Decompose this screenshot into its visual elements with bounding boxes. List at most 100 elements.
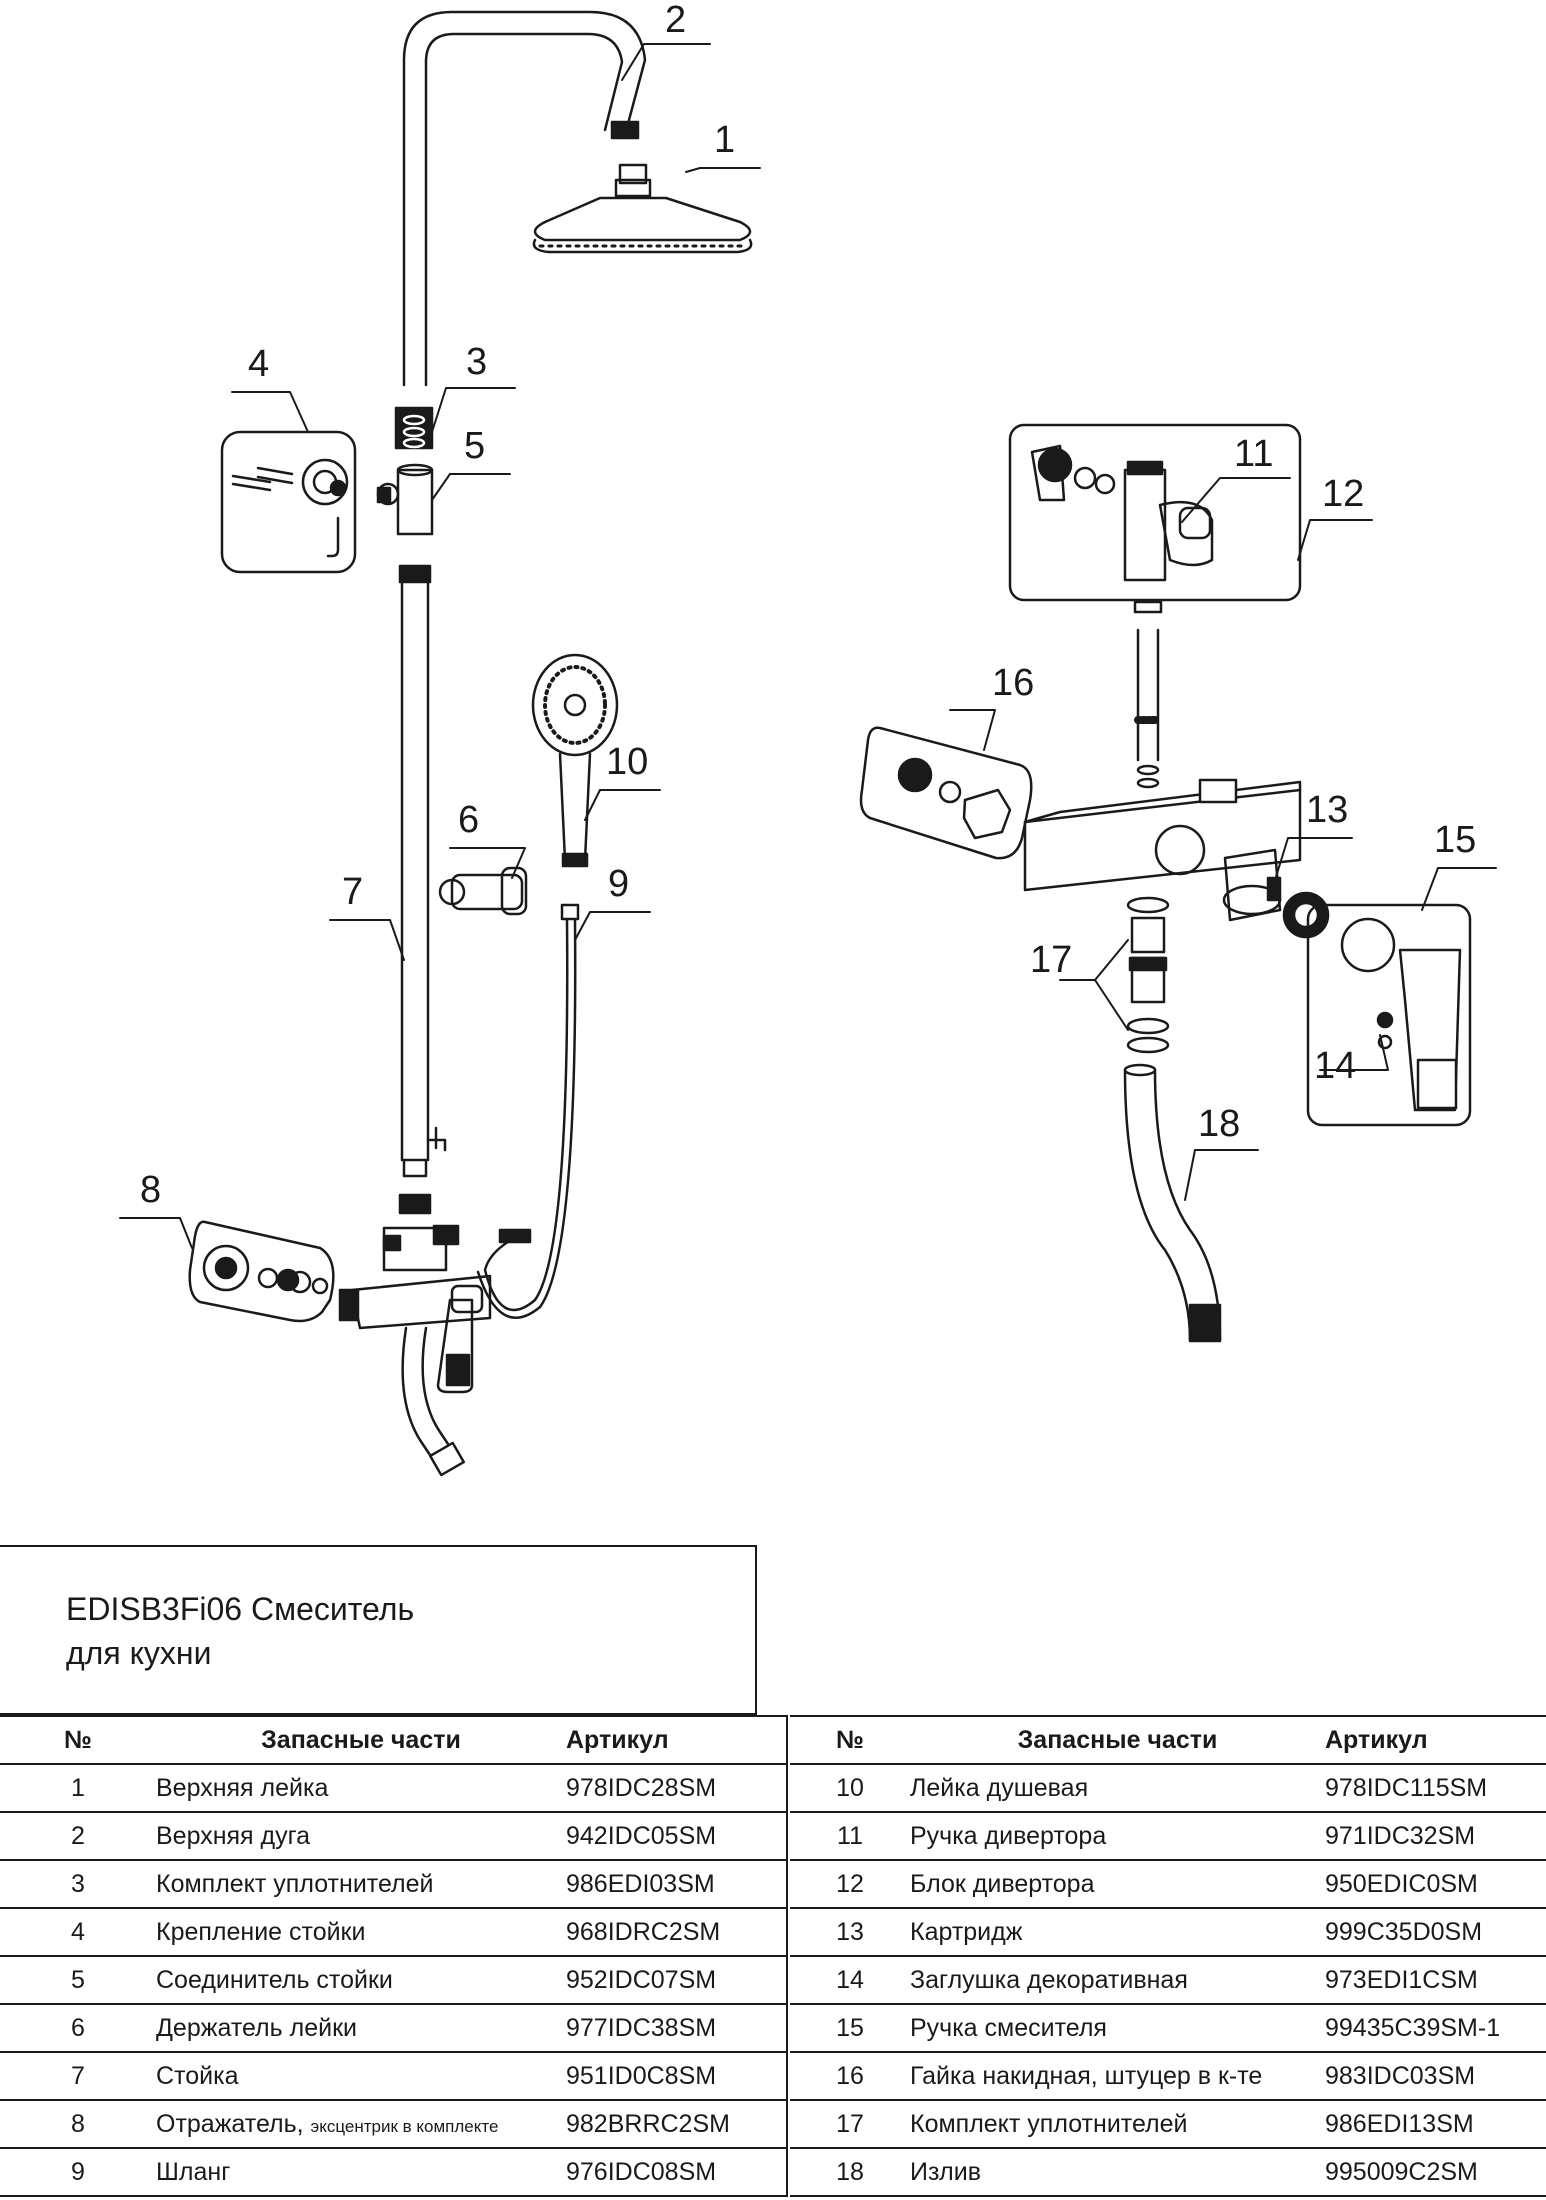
row-article-code: 976IDC08SM bbox=[566, 2147, 787, 2197]
rain-shower-head-part bbox=[532, 163, 753, 254]
callout-18: 18 bbox=[1198, 1103, 1240, 1145]
callout-10: 10 bbox=[606, 741, 648, 783]
row-part-name: Комплект уплотнителей bbox=[910, 2099, 1325, 2149]
row-part-name: Шланг bbox=[156, 2147, 566, 2197]
row-num: 5 bbox=[0, 1955, 156, 2005]
row-num: 17 bbox=[790, 2099, 910, 2149]
row-part-name: Стойка bbox=[156, 2051, 566, 2101]
row-article-code: 986EDI13SM bbox=[1325, 2099, 1546, 2149]
row-num: 10 bbox=[790, 1763, 910, 1813]
row-part-name: Верхняя лейка bbox=[156, 1763, 566, 1813]
row-num: 3 bbox=[0, 1859, 156, 1909]
part-name: Заглушка декоративная bbox=[910, 1965, 1188, 1994]
row-num: 11 bbox=[790, 1811, 910, 1861]
diverter-pipe-part bbox=[1133, 600, 1163, 789]
mixer-housing-part bbox=[1023, 778, 1302, 892]
part-name: Соединитель стойки bbox=[156, 1965, 393, 1994]
hand-shower-part bbox=[531, 653, 619, 868]
row-num: 16 bbox=[790, 2051, 910, 2101]
callout-15: 15 bbox=[1434, 819, 1476, 861]
row-article-code: 973EDI1CSM bbox=[1325, 1955, 1546, 2005]
row-part-name: Отражатель, эксцентрик в комплекте bbox=[156, 2099, 566, 2149]
leader-lines bbox=[119, 43, 1497, 1249]
part-name: Отражатель, bbox=[156, 2109, 304, 2138]
spout-part bbox=[1123, 1063, 1222, 1343]
part-name: Гайка накидная, штуцер в к-те bbox=[910, 2061, 1263, 2090]
part-name: Комплект уплотнителей bbox=[156, 1869, 434, 1898]
header-name: Запасные части bbox=[156, 1715, 566, 1765]
callout-3: 3 bbox=[466, 341, 487, 383]
header-code: Артикул bbox=[566, 1715, 787, 1765]
table-header-row: № Запасные части Артикул bbox=[0, 1715, 787, 1765]
callout-2: 2 bbox=[665, 0, 686, 41]
header-code: Артикул bbox=[1325, 1715, 1546, 1765]
callout-17: 17 bbox=[1030, 939, 1072, 981]
part-name: Верхняя дуга bbox=[156, 1821, 311, 1850]
part-name: Ручка дивертора bbox=[910, 1821, 1107, 1850]
column-mount-part bbox=[220, 430, 357, 574]
part-name: Комплект уплотнителей bbox=[910, 2109, 1188, 2138]
callout-5: 5 bbox=[464, 425, 485, 467]
part-name: Излив bbox=[910, 2157, 981, 2186]
exploded-parts-diagram: 2 1 3 4 5 6 7 10 9 8 11 12 16 13 15 17 1… bbox=[119, 0, 1497, 1477]
row-num: 15 bbox=[790, 2003, 910, 2053]
seal-kit-part bbox=[394, 406, 434, 450]
row-num: 7 bbox=[0, 2051, 156, 2101]
row-article-code: 983IDC03SM bbox=[1325, 2051, 1546, 2101]
column-connector-part bbox=[376, 463, 434, 536]
row-part-name: Заглушка декоративная bbox=[910, 1955, 1325, 2005]
row-article-code: 942IDC05SM bbox=[566, 1811, 787, 1861]
callout-16: 16 bbox=[992, 662, 1034, 704]
table-header-row: № Запасные части Артикул bbox=[790, 1715, 1546, 1765]
row-num: 18 bbox=[790, 2147, 910, 2197]
row-article-code: 99435C39SM-1 bbox=[1325, 2003, 1546, 2053]
row-part-name: Держатель лейки bbox=[156, 2003, 566, 2053]
callout-9: 9 bbox=[608, 863, 629, 905]
row-num: 1 bbox=[0, 1763, 156, 1813]
row-num: 9 bbox=[0, 2147, 156, 2197]
product-title: EDISB3Fi06 Смеситель для кухни bbox=[66, 1587, 414, 1675]
row-part-name: Картридж bbox=[910, 1907, 1325, 1957]
callout-1: 1 bbox=[714, 119, 735, 161]
row-part-name: Гайка накидная, штуцер в к-те bbox=[910, 2051, 1325, 2101]
row-part-name: Крепление стойки bbox=[156, 1907, 566, 1957]
row-num: 8 bbox=[0, 2099, 156, 2149]
part-name: Стойка bbox=[156, 2061, 239, 2090]
part-name: Картридж bbox=[910, 1917, 1023, 1946]
diverter-block-part bbox=[1008, 423, 1302, 602]
row-article-code: 951ID0C8SM bbox=[566, 2051, 787, 2101]
callout-14: 14 bbox=[1314, 1045, 1356, 1087]
reflector-part bbox=[188, 1220, 335, 1323]
callout-6: 6 bbox=[458, 799, 479, 841]
union-nut-part bbox=[859, 726, 1033, 860]
part-name: Верхняя лейка bbox=[156, 1773, 329, 1802]
callout-8: 8 bbox=[140, 1169, 161, 1211]
callout-13: 13 bbox=[1306, 789, 1348, 831]
header-name: Запасные части bbox=[910, 1715, 1325, 1765]
row-num: 6 bbox=[0, 2003, 156, 2053]
row-part-name: Лейка душевая bbox=[910, 1763, 1325, 1813]
row-article-code: 968IDRC2SM bbox=[566, 1907, 787, 1957]
part-name: Блок дивертора bbox=[910, 1869, 1095, 1898]
row-article-code: 999C35D0SM bbox=[1325, 1907, 1546, 1957]
part-name: Ручка смесителя bbox=[910, 2013, 1107, 2042]
callout-11: 11 bbox=[1234, 433, 1273, 475]
callout-12: 12 bbox=[1322, 473, 1364, 515]
